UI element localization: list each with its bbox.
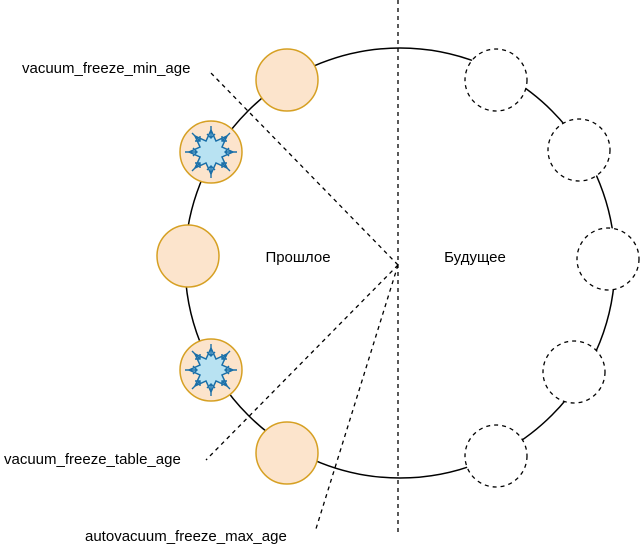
table-age-label: vacuum_freeze_table_age — [4, 451, 181, 468]
min-age-label: vacuum_freeze_min_age — [22, 60, 190, 77]
snowflake-icon — [184, 125, 238, 179]
past-transaction — [255, 48, 319, 112]
past-transaction — [156, 224, 220, 288]
max-age-label: autovacuum_freeze_max_age — [85, 528, 287, 545]
ring — [184, 47, 616, 479]
future-transaction — [576, 227, 640, 291]
future-transaction — [547, 118, 611, 182]
future-transaction — [464, 424, 528, 488]
past-label: Прошлое — [265, 249, 330, 266]
future-transaction — [464, 48, 528, 112]
future-label: Будущее — [444, 249, 506, 266]
max-age-line — [314, 264, 399, 533]
past-transaction — [255, 421, 319, 485]
min-age-line — [209, 71, 399, 266]
snowflake-icon — [184, 343, 238, 397]
future-transaction — [542, 340, 606, 404]
table-age-line — [205, 264, 399, 461]
